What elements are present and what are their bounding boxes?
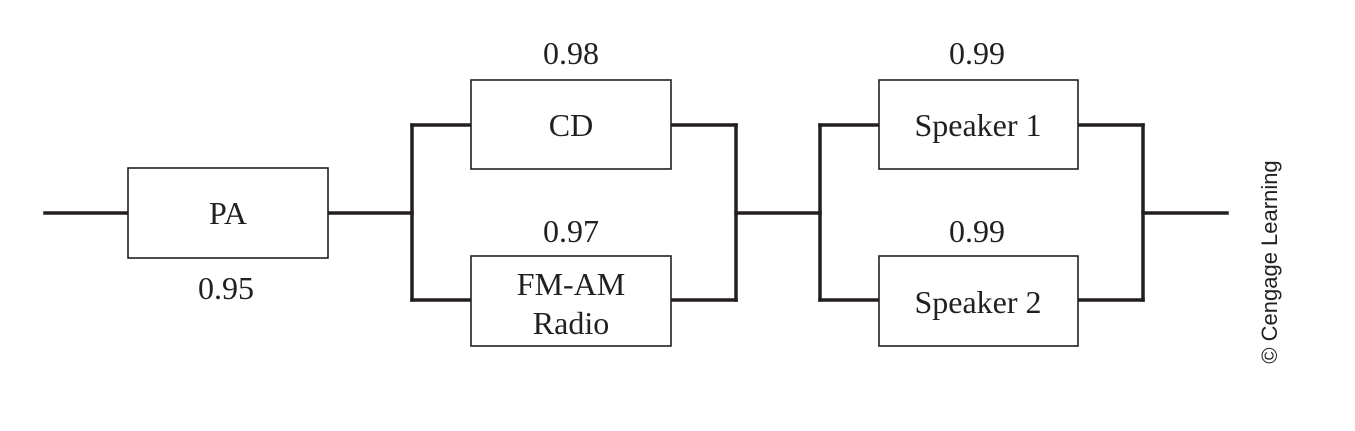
speaker2-label: Speaker 2 [914,284,1041,320]
pa-reliability: 0.95 [198,270,254,306]
cd-box [470,79,672,170]
speaker1-reliability: 0.99 [949,35,1005,71]
radio-box [470,255,672,347]
radio-label-line2: Radio [533,305,609,341]
wiring [43,123,1229,302]
cd-label: CD [549,107,593,143]
pa-block: PA 0.95 [127,167,329,306]
speaker1-block: 0.99 Speaker 1 [878,35,1079,170]
speaker1-box [878,79,1079,170]
cd-block: 0.98 CD [470,35,672,170]
copyright-credit: © Cengage Learning [1257,160,1282,363]
speaker2-box [878,255,1079,347]
speaker1-label: Speaker 1 [914,107,1041,143]
radio-block: 0.97 FM-AM Radio [470,213,672,347]
speaker2-reliability: 0.99 [949,213,1005,249]
radio-label-line1: FM-AM [517,266,625,302]
radio-reliability: 0.97 [543,213,599,249]
speaker2-block: 0.99 Speaker 2 [878,213,1079,347]
cd-reliability: 0.98 [543,35,599,71]
pa-label: PA [209,195,247,231]
pa-box [127,167,329,259]
